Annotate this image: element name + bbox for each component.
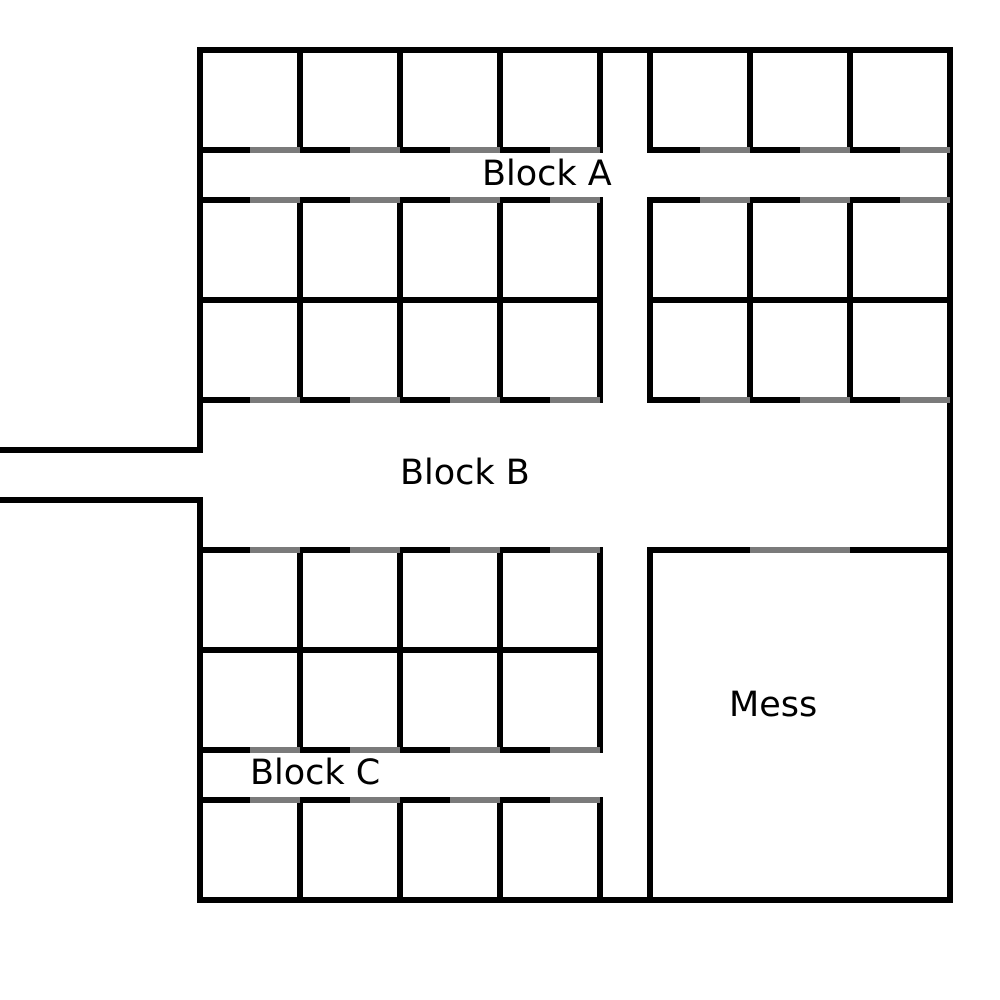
- doors: [250, 147, 950, 803]
- block-b-label: Block B: [400, 453, 530, 493]
- mess-label: Mess: [729, 685, 817, 725]
- block-c-label: Block C: [250, 753, 380, 793]
- block-a-label: Block A: [482, 154, 612, 194]
- outer-wall: [197, 47, 953, 903]
